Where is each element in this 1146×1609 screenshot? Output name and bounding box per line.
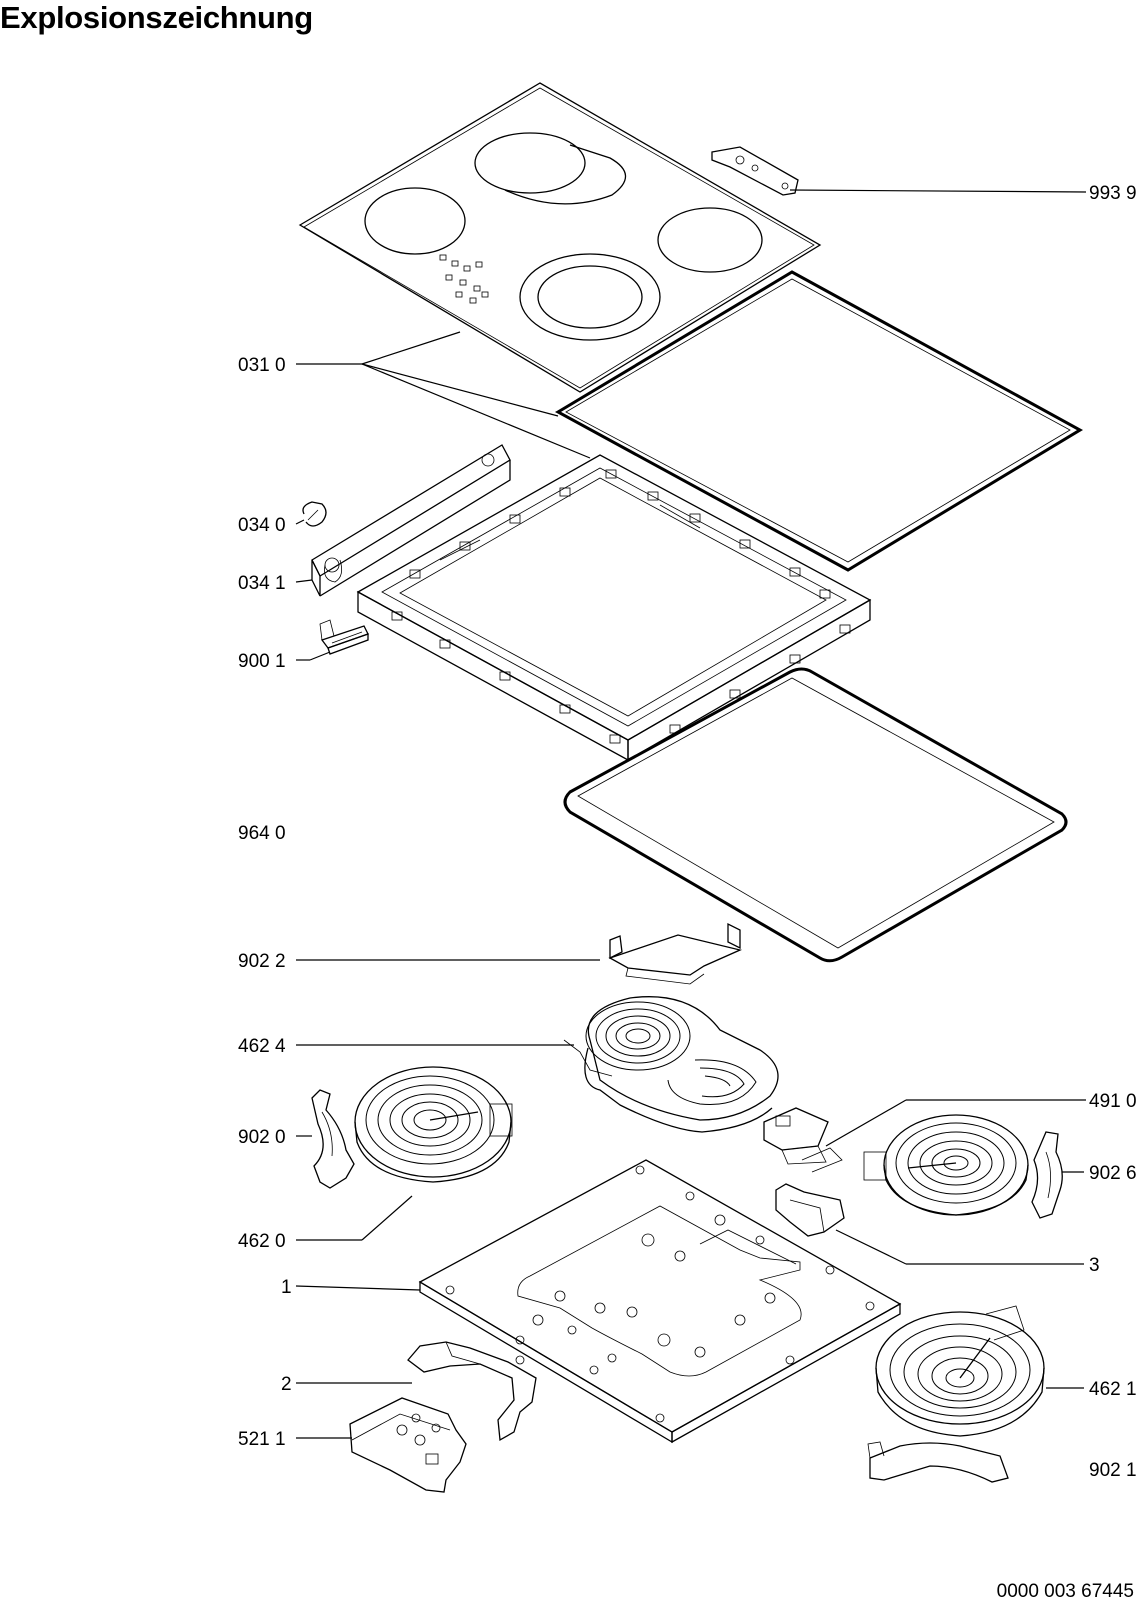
terminal-block-part xyxy=(319,619,369,655)
label-902-0: 902 0 xyxy=(238,1127,286,1148)
terminal-cover-part xyxy=(349,1397,467,1493)
label-1: 1 xyxy=(281,1277,292,1298)
clip-part xyxy=(302,501,327,527)
part-labels: 993 9 031 0 034 0 034 1 900 1 964 0 902 … xyxy=(238,183,1137,1481)
label-993-9: 993 9 xyxy=(1089,183,1137,204)
round-heater-right xyxy=(863,1114,1029,1216)
label-2: 2 xyxy=(281,1374,292,1395)
oval-dual-heater xyxy=(563,996,779,1133)
hob-frame xyxy=(356,454,872,762)
label-964-0: 964 0 xyxy=(238,823,286,844)
lower-seal-frame xyxy=(563,667,1068,963)
heater-bracket-top xyxy=(608,922,743,985)
base-tray xyxy=(418,1159,902,1444)
small-bracket-part xyxy=(775,1183,845,1237)
label-3: 3 xyxy=(1089,1255,1100,1276)
glass-ceramic-top xyxy=(298,82,822,393)
label-462-4: 462 4 xyxy=(238,1036,286,1057)
round-heater-left xyxy=(354,1066,513,1183)
label-900-1: 900 1 xyxy=(238,651,286,672)
label-902-6: 902 6 xyxy=(1089,1163,1137,1184)
side-rail-part xyxy=(311,444,511,597)
page-title: Explosionszeichnung xyxy=(0,0,313,35)
label-031-0: 031 0 xyxy=(238,355,286,376)
cable-bracket-part xyxy=(407,1341,537,1442)
label-034-1: 034 1 xyxy=(238,573,286,594)
sensor-bracket-part xyxy=(711,146,799,196)
label-491-0: 491 0 xyxy=(1089,1091,1137,1112)
label-521-1: 521 1 xyxy=(238,1429,286,1450)
heater-bracket-bottom xyxy=(867,1441,1009,1483)
label-902-2: 902 2 xyxy=(238,951,286,972)
document-number: 0000 003 67445 xyxy=(996,1581,1134,1602)
glass-seal-frame xyxy=(554,270,1084,572)
heater-bracket-left xyxy=(311,1089,355,1189)
energy-regulator-part xyxy=(763,1107,843,1173)
label-462-0: 462 0 xyxy=(238,1231,286,1252)
heater-bracket-right xyxy=(1031,1131,1063,1219)
label-034-0: 034 0 xyxy=(238,515,286,536)
label-462-1: 462 1 xyxy=(1089,1379,1137,1400)
label-902-1: 902 1 xyxy=(1089,1460,1137,1481)
round-heater-bottom-right xyxy=(875,1305,1045,1437)
leader-lines xyxy=(295,189,1087,1439)
